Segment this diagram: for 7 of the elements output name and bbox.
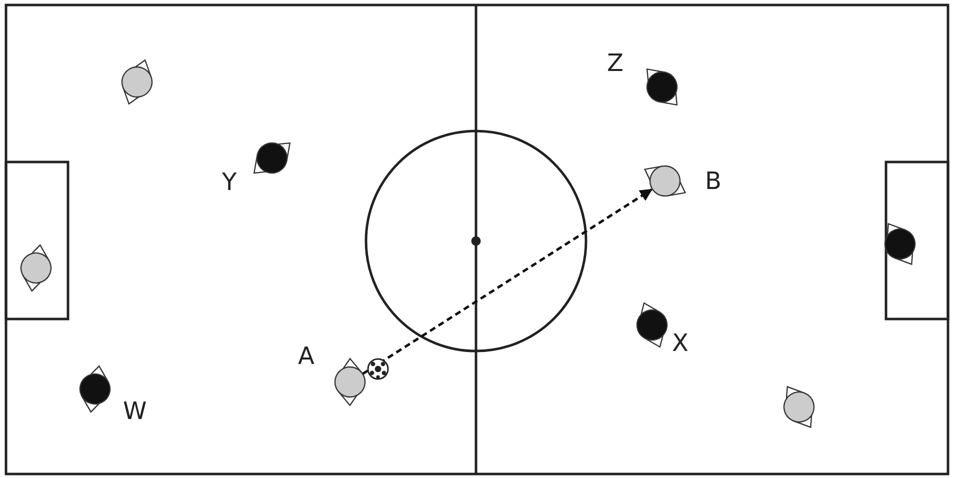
player-label: X xyxy=(672,331,688,355)
player-label: A xyxy=(298,344,314,368)
player-label: W xyxy=(123,399,147,423)
player-label: Y xyxy=(222,170,237,194)
pass-arrow xyxy=(362,188,653,375)
player-label: Z xyxy=(607,51,624,75)
player-label: B xyxy=(705,169,722,193)
